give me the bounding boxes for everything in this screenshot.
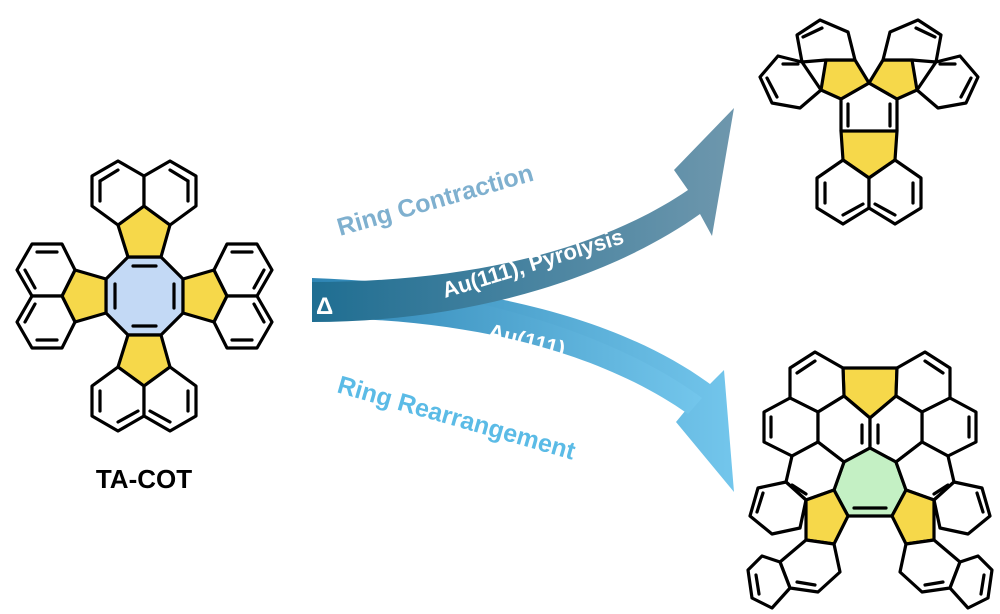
ring-contraction-product <box>758 18 980 226</box>
molecule-label: TA-COT <box>96 464 192 494</box>
cot-ring <box>104 255 185 337</box>
heat-symbol: Δ <box>316 293 333 320</box>
lower-reaction-name: Ring Rearrangement <box>334 371 579 466</box>
ring-rearrangement-product <box>746 350 994 610</box>
arrow-ring-contraction <box>312 108 734 322</box>
upper-reaction-name: Ring Contraction <box>334 159 537 242</box>
ta-cot-structure <box>15 159 274 433</box>
